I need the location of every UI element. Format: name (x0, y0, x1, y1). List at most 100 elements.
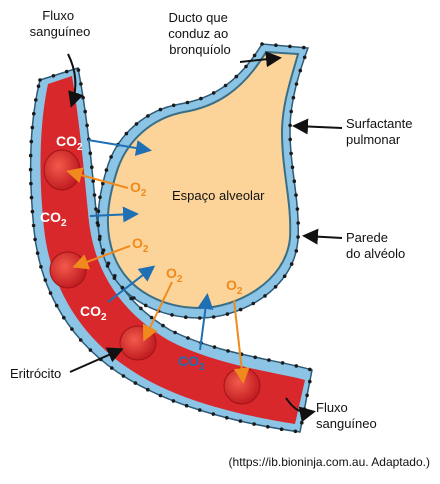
nucleus-dot (81, 95, 85, 100)
nucleus-dot (185, 100, 190, 105)
nucleus-dot (54, 303, 59, 308)
nucleus-dot (302, 55, 307, 60)
nucleus-dot (79, 82, 83, 86)
nucleus-dot (90, 165, 94, 169)
ducto-label: Ducto que conduz ao bronquíolo (168, 10, 232, 57)
nucleus-dot (88, 348, 93, 352)
nucleus-dot (294, 193, 298, 197)
nucleus-dot (238, 419, 243, 423)
nucleus-dot (112, 276, 117, 280)
nucleus-dot (234, 74, 239, 79)
nucleus-dot (211, 91, 216, 95)
nucleus-dot (274, 43, 278, 47)
surfactante-arrow (292, 118, 343, 135)
nucleus-dot (186, 336, 190, 340)
nucleus-dot (132, 296, 136, 300)
nucleus-dot (158, 107, 163, 112)
nucleus-dot (70, 327, 74, 331)
co2-arrow-1 (87, 139, 152, 156)
nucleus-dot (28, 153, 33, 158)
erythrocyte-3 (119, 325, 157, 361)
nucleus-dot (124, 131, 129, 136)
fluxo-top-label: Fluxo sanguíneo (30, 8, 91, 39)
fluxo-bottom-arrow (285, 397, 316, 423)
fluxo-bottom-label: Fluxo sanguíneo (316, 400, 377, 431)
nucleus-dot (226, 349, 230, 353)
nucleus-dot (39, 265, 43, 269)
nucleus-dot (295, 207, 300, 211)
nucleus-dot (199, 96, 203, 101)
nucleus-dot (279, 427, 284, 432)
nucleus-dot (302, 45, 306, 50)
nucleus-dot (260, 42, 264, 46)
nucleus-dot (29, 139, 34, 144)
nucleus-dot (273, 285, 278, 289)
wall-cell-nuclei (28, 42, 312, 434)
co2-label-2: CO2 (40, 209, 67, 229)
nucleus-dot (211, 412, 216, 416)
o2-label-4: O2 (226, 277, 243, 297)
nucleus-dot (161, 323, 165, 328)
nucleus-dot (133, 381, 138, 385)
nucleus-dot (223, 83, 228, 88)
nucleus-dot (30, 125, 35, 130)
nucleus-dot (291, 95, 296, 100)
nucleus-dot (33, 237, 37, 242)
nucleus-dot (225, 312, 230, 316)
nucleus-dot (289, 151, 293, 156)
nucleus-dot (198, 316, 202, 320)
nucleus-dot (91, 179, 95, 183)
ducto-arrow (239, 51, 282, 68)
nucleus-dot (267, 358, 271, 362)
nucleus-dot (244, 64, 248, 69)
nucleus-dot (35, 251, 40, 255)
nucleus-dot (171, 103, 176, 108)
nucleus-dot (253, 355, 257, 360)
nucleus-dot (139, 306, 143, 311)
o2-label-2: O2 (132, 235, 149, 255)
nucleus-dot (298, 68, 303, 73)
nucleus-dot (198, 408, 202, 412)
nucleus-dot (64, 69, 69, 74)
o2-arrow-3 (143, 281, 173, 342)
nucleus-dot (48, 291, 53, 295)
nucleus-dot (143, 303, 148, 308)
nucleus-dot (211, 315, 216, 319)
erythrocyte-2 (49, 251, 87, 289)
nucleus-dot (294, 82, 299, 86)
nucleus-dot (146, 387, 150, 392)
nucleus-dot (170, 313, 174, 317)
nucleus-dot (288, 137, 293, 142)
nucleus-dot (292, 179, 297, 183)
nucleus-dot (288, 44, 292, 49)
nucleus-dot (263, 294, 267, 298)
nucleus-dot (280, 361, 285, 365)
co2-label-3: CO2 (80, 303, 107, 323)
nucleus-dot (101, 181, 105, 186)
parede-label: Parede do alvéolo (346, 230, 405, 261)
nucleus-dot (76, 68, 81, 72)
nucleus-dot (171, 399, 176, 403)
nucleus-dot (31, 223, 36, 228)
nucleus-dot (252, 422, 256, 426)
nucleus-dot (294, 249, 299, 253)
nucleus-dot (83, 109, 87, 114)
nucleus-dot (92, 193, 97, 197)
nucleus-dot (109, 155, 113, 159)
nucleus-dot (29, 181, 33, 186)
nucleus-dot (238, 307, 243, 312)
nucleus-dot (43, 278, 48, 282)
erythrocyte-1 (43, 149, 81, 191)
nucleus-dot (98, 195, 102, 200)
espaco-alveolar-label: Espaço alveolar (172, 188, 265, 203)
nucleus-dot (290, 165, 295, 170)
co2-arrow-3 (107, 265, 156, 303)
nucleus-dot (305, 393, 309, 398)
nucleus-dot (129, 296, 133, 301)
nucleus-dot (266, 425, 270, 429)
nucleus-dot (184, 403, 189, 408)
nucleus-dot (78, 338, 83, 342)
co2-label-1: CO2 (56, 133, 83, 153)
